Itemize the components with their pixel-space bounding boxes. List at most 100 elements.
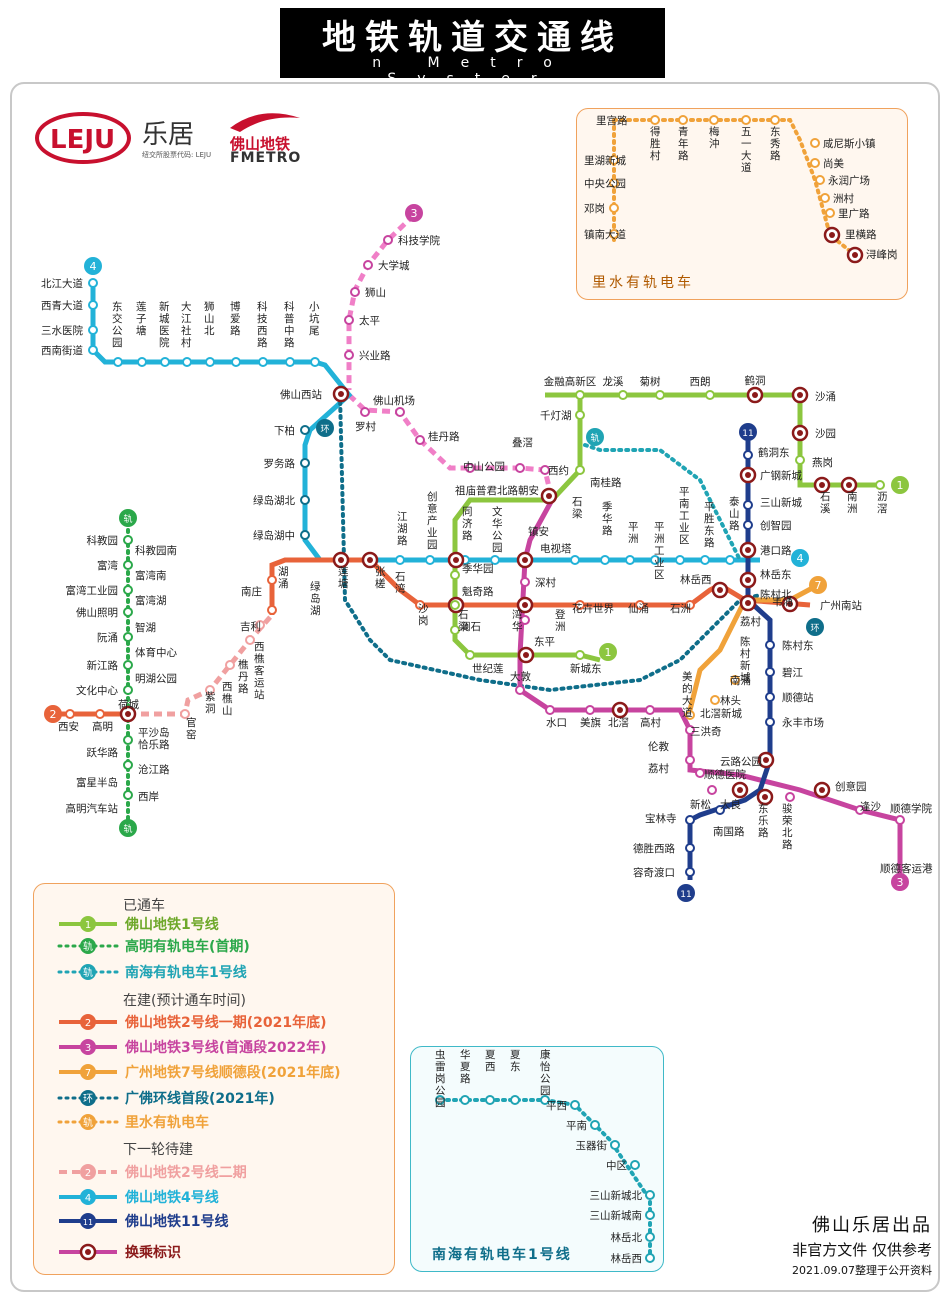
station-dot-nanguilu: [575, 465, 585, 475]
legend-item: 轨高明有轨电车(首期): [57, 935, 250, 957]
station-label: 太平: [359, 314, 380, 327]
station-dot-l4h-8: [310, 357, 320, 367]
interchange-core-lianwu: [338, 557, 344, 563]
station-label: 石洲: [670, 603, 691, 615]
legend-label: 佛山地铁11号线: [125, 1214, 229, 1230]
station-dot-loop-0: [300, 425, 310, 435]
station-dot-l2e-1: [635, 600, 645, 610]
station-label: 吉利: [240, 621, 261, 633]
station-label: 科技西路: [257, 300, 268, 349]
station-label: 西樵客运站: [254, 641, 265, 701]
station-label: 夏西: [485, 1049, 496, 1073]
station-dot-l4h-1: [137, 357, 147, 367]
svg-text:2: 2: [85, 1168, 91, 1179]
station-label: 平洲工业区: [654, 521, 665, 581]
station-dot-l1n-2: [655, 390, 665, 400]
station-dot-l2b-0: [180, 709, 190, 719]
station-label: 金融高新区: [544, 375, 597, 388]
station-dot-nh-t-2: [485, 1095, 495, 1105]
station-label: 博爱路: [230, 300, 241, 337]
station-dot-ls-t-3: [741, 115, 751, 125]
station-dot-xinsong: [707, 785, 717, 795]
station-label: 沙岗: [418, 603, 429, 627]
station-label: 德胜西路: [633, 842, 675, 855]
station-label: 张槎: [375, 566, 386, 590]
station-dot-shunde-hosp: [695, 768, 705, 778]
station-label: 大江社村: [181, 300, 192, 349]
page-title: 地铁轨道交通线: [322, 18, 623, 58]
station-dot-l4e-7: [650, 555, 660, 565]
station-dot-qiandenghu: [575, 410, 585, 420]
interchange-core-linyuedong: [745, 577, 751, 583]
station-dot-l3w-3: [465, 463, 475, 473]
station-label: 北滘: [608, 717, 629, 729]
svg-text:环: 环: [320, 424, 329, 435]
interchange-core-chencunbei: [745, 600, 751, 606]
station-dot-ls-t-4: [770, 115, 780, 125]
legend-swatch: 4: [59, 1189, 117, 1205]
legend-building-heading: 在建(预计通车时间): [123, 993, 246, 1009]
station-label: 顺德学院: [890, 802, 932, 815]
station-dot-l2b-4: [255, 620, 265, 630]
interchange-core-shayuan: [797, 430, 803, 436]
station-dot-l1n-3: [705, 390, 715, 400]
interchange-core-guanggang: [745, 472, 751, 478]
legend-swatch: 轨: [57, 938, 119, 954]
interchange-core-nanzhou: [846, 482, 852, 488]
station-label: 科普中路: [284, 300, 295, 349]
station-dot-l4-3: [88, 345, 98, 355]
station-dot-gm-l-0: [123, 535, 133, 545]
station-label: 紫洞: [205, 691, 216, 715]
station-label: 科教园: [87, 534, 119, 547]
interchange-core-gangkou: [745, 547, 751, 553]
station-dot-lijiao: [875, 480, 885, 490]
station-dot-ls-r-4: [825, 208, 835, 218]
station-label: 明湖公园: [135, 673, 177, 685]
station-label: 大良: [720, 798, 741, 811]
station-dot-l3s-3: [545, 705, 555, 715]
station-label: 三山新城北: [590, 1189, 643, 1202]
station-label: 西青大道: [41, 299, 83, 312]
legend-label: 佛山地铁3号线(首通段2022年): [125, 1040, 327, 1056]
station-label: 叠滘: [512, 437, 533, 449]
station-dot-l2e-0: [575, 600, 585, 610]
station-dot-gm-l-4: [123, 632, 133, 642]
station-label: 莲塘: [338, 566, 349, 590]
interchange-core-foshan-west: [338, 391, 344, 397]
station-dot-nh-t-1: [460, 1095, 470, 1105]
station-label: 西南街道: [41, 344, 83, 357]
station-label: 南桂路: [590, 476, 622, 489]
station-label: 容奇渡口: [633, 866, 675, 879]
station-label: 东乐路: [758, 802, 769, 839]
station-dot-gm-l-1: [123, 560, 133, 570]
station-dot-l4-0: [88, 278, 98, 288]
station-label: 湖涌: [278, 566, 289, 590]
station-label: 登洲: [555, 608, 566, 633]
station-dot-ls-r-0: [810, 138, 820, 148]
station-dot-l2b-2: [225, 660, 235, 670]
station-label: 荔村: [648, 762, 669, 775]
station-label: 科教园南: [135, 544, 177, 557]
station-label: 云路公园: [720, 755, 762, 768]
station-label: 富湾: [97, 559, 118, 572]
station-dot-l4h-0: [113, 357, 123, 367]
station-dot-loop-1: [300, 458, 310, 468]
station-label: 顺德医院: [704, 768, 746, 781]
station-label: 佛山机场: [373, 394, 415, 407]
interchange-core-yunlu: [763, 757, 769, 763]
station-label: 北江大道: [41, 277, 83, 290]
station-label: 鹤洞东: [758, 446, 790, 459]
station-label: 科技学院: [398, 234, 440, 247]
station-label: 湾华: [512, 608, 523, 633]
station-label: 创智园: [760, 519, 792, 532]
line-badges: 4 3 1 11 2 轨 轨 1 3 11 7 4 环 环 轨: [44, 204, 909, 902]
legend-open-heading: 已通车: [123, 898, 165, 914]
svg-text:1: 1: [85, 920, 91, 931]
interchange-core-guangzhounan: [787, 601, 793, 607]
station-dot-yangang: [795, 455, 805, 465]
station-label: 林岳北: [611, 1231, 643, 1244]
legend-swatch: 7: [59, 1064, 117, 1080]
station-label: 碧江: [782, 667, 803, 679]
station-dot-l2b-3: [245, 635, 255, 645]
